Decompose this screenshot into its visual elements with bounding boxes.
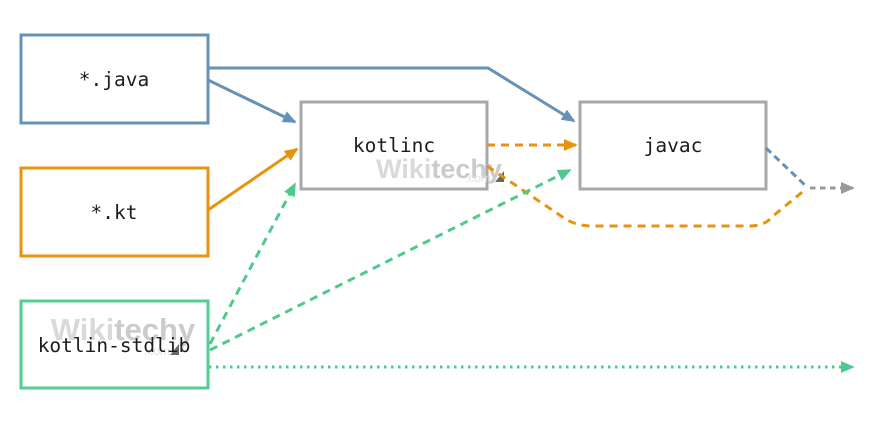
edge-kotlinc-to-output-junction bbox=[486, 164, 807, 228]
edge-stdlib-to-kotlinc bbox=[208, 182, 297, 345]
watermark-stdlib-wordmark: Wikitechy bbox=[51, 312, 196, 347]
node-kotlin-stdlib-label: kotlin-stdlib bbox=[38, 334, 191, 357]
node-kotlinc-label: kotlinc bbox=[353, 134, 435, 157]
edge-java-to-javac bbox=[208, 66, 576, 123]
watermark-center-wordmark: Wikitechy bbox=[376, 154, 502, 184]
node-javac-label: javac bbox=[644, 134, 703, 157]
watermark-stdlib: Wikitechy .com bbox=[51, 312, 196, 358]
edge-kt-to-kotlinc bbox=[207, 147, 299, 212]
watermark-center-domain: .com bbox=[465, 171, 491, 185]
node-javac-box bbox=[578, 100, 768, 191]
node-kt-files-label: *.kt bbox=[91, 201, 138, 224]
node-kotlin-stdlib-box bbox=[19, 299, 210, 390]
edge-javac-to-output-junction bbox=[764, 146, 809, 189]
node-java-files-box bbox=[19, 33, 210, 125]
edge-stdlib-to-javac bbox=[209, 168, 572, 352]
edge-java-to-kotlinc bbox=[207, 78, 297, 124]
watermark-stdlib-triangle-icon bbox=[170, 344, 179, 355]
watermark-stdlib-domain: .com bbox=[144, 344, 170, 358]
node-kt-files-box bbox=[19, 166, 210, 258]
node-java-files-label: *.java bbox=[79, 68, 149, 91]
watermark-center: Wikitechy .com bbox=[376, 154, 504, 185]
watermark-center-triangle-icon bbox=[495, 171, 504, 182]
